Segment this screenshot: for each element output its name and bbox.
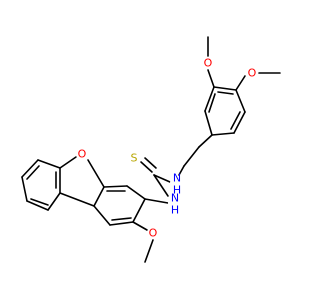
bond-ch2-ch2: [183, 146, 200, 167]
bond-ring-b-3: [93, 186, 105, 207]
bond-n-c-upper: [153, 174, 171, 183]
atom-n-lower-label: N: [171, 192, 179, 205]
bond-furan-2: [59, 156, 77, 169]
bond-ring-a-3: [233, 111, 246, 134]
bond-ring-o-low: [132, 221, 148, 231]
bond-ch2-n: [178, 165, 185, 176]
atom-n-lower: N H: [168, 192, 182, 217]
atom-n-upper-hydrogen: H: [173, 184, 181, 197]
bond-ring-c-2: [21, 159, 39, 178]
bond-ring-c-4: [26, 200, 49, 211]
bond-furan-1: [87, 159, 105, 188]
bond-ring-a-dbl-1: [217, 91, 234, 95]
bond-c-s-1: [140, 161, 153, 173]
atom-o-methoxy-low-label: O: [149, 227, 158, 240]
atom-o-methoxy-para: O: [246, 67, 258, 80]
bond-ring-a-dbl-2: [230, 111, 241, 130]
atom-n-lower-hydrogen: H: [171, 204, 179, 217]
bond-layer: [21, 36, 281, 263]
atom-o-methoxy-top-label: O: [204, 57, 213, 70]
bond-ring-a-4: [211, 132, 235, 136]
bond-ring-c-dbl-2: [30, 198, 49, 206]
bond-ring-a-6: [204, 86, 215, 112]
bond-o-top-ring: [207, 69, 215, 88]
bond-ring-b-6: [132, 198, 146, 223]
bond-ring-a-dbl-3: [208, 93, 216, 113]
atom-s-thione: S: [128, 152, 140, 165]
atom-s-thione-label: S: [131, 152, 138, 165]
atom-n-upper: N H: [170, 172, 184, 197]
bond-o-low-ch3: [144, 239, 154, 263]
bond-ring-c-5: [47, 192, 61, 211]
bond-ring-b-1: [126, 185, 146, 200]
molecule-structure: O O O O S N H N H: [21, 36, 281, 263]
bond-n-aryl: [144, 198, 169, 204]
atom-o-furan-label: O: [78, 148, 87, 161]
bond-ring-b-dbl-2: [111, 217, 132, 221]
atom-layer: O O O O S N H N H: [76, 57, 258, 240]
bond-ring-ch2: [198, 134, 213, 148]
bond-ring-b-4: [93, 205, 111, 226]
bond-ring-a-1: [213, 86, 237, 91]
bond-c-s-2: [144, 157, 157, 169]
bond-ring-a-5: [204, 110, 213, 136]
bond-o-para-ring: [235, 75, 246, 91]
bond-ring-c-3: [21, 176, 28, 202]
atom-o-furan: O: [76, 148, 88, 161]
bond-ring-a-2: [235, 89, 246, 113]
bond-ring-c-dbl-1: [26, 165, 40, 180]
atom-n-upper-label: N: [173, 172, 181, 185]
bond-furan-4: [59, 192, 95, 207]
bond-c-n-lower: [153, 174, 169, 197]
atom-o-methoxy-top: O: [202, 57, 214, 70]
atom-o-methoxy-low: O: [147, 227, 159, 240]
atom-o-methoxy-para-label: O: [248, 67, 257, 80]
bond-ring-c-1: [37, 159, 61, 169]
bond-ring-b-5: [109, 221, 134, 226]
bond-ring-b-2: [103, 185, 128, 188]
